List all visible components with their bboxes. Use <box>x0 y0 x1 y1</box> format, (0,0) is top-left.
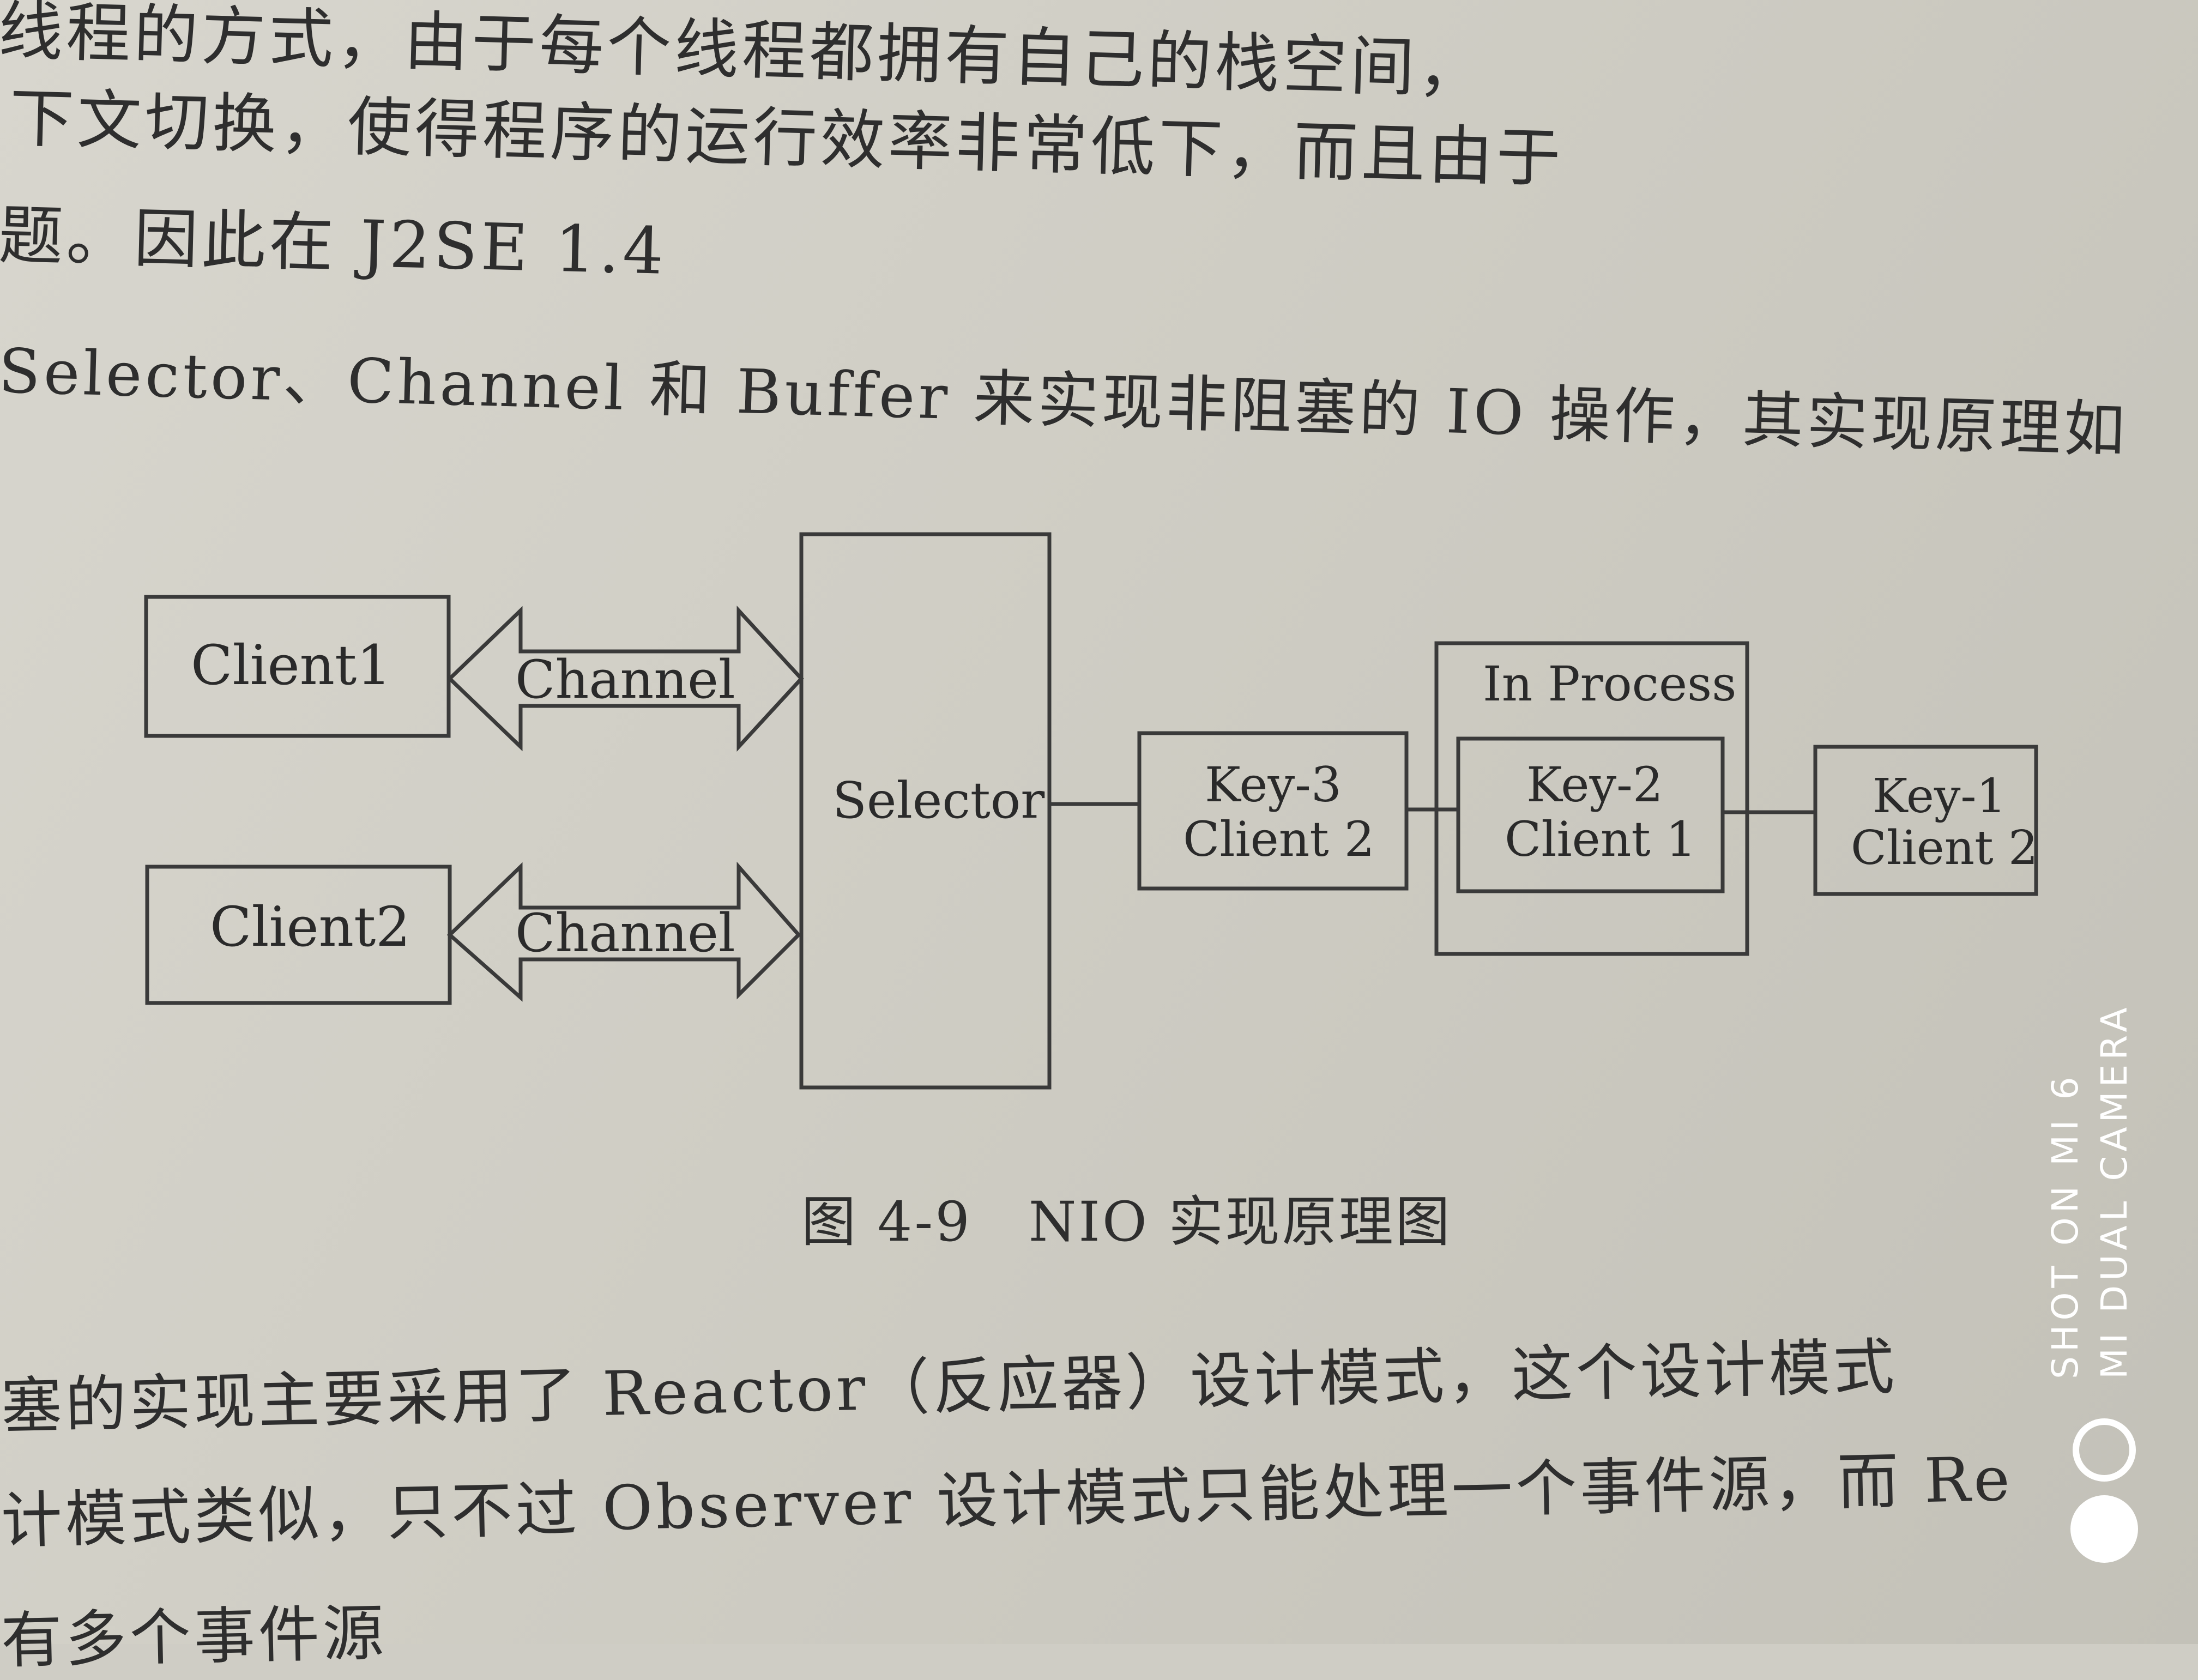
watermark-line-1: SHOT ON MI 6 <box>2044 1072 2086 1379</box>
key1-label-key: Key-1 <box>1873 769 2006 824</box>
in-process-label: In Process <box>1483 656 1736 712</box>
camera-watermark: SHOT ON MI 6 MI DUAL CAMERA <box>1984 1003 2198 1434</box>
channel1-label: Channel <box>515 649 735 710</box>
nio-diagram: Client1 Client2 Channel Channel Selector… <box>144 532 2038 1090</box>
client1-box <box>144 595 451 738</box>
client1-label: Client1 <box>191 633 391 697</box>
selector-label: Selector <box>832 771 1044 830</box>
in-process-box <box>1434 641 1749 956</box>
key2-label-key: Key-2 <box>1526 757 1663 813</box>
key3-label-client: Client 2 <box>1183 811 1375 867</box>
watermark-line-2: MI DUAL CAMERA <box>2093 1003 2135 1379</box>
channel2-arrow <box>446 861 801 1002</box>
key1-label-client: Client 2 <box>1851 821 2038 875</box>
key1-box <box>1813 745 2038 896</box>
client2-label: Client2 <box>210 895 410 959</box>
body-text-line-7: 有多个事件源 <box>0 1598 388 1677</box>
key2-box <box>1456 736 1725 893</box>
key3-box <box>1137 731 1409 891</box>
selector-box <box>799 532 1052 1090</box>
figure-caption: 图 4-9 NIO 实现原理图 <box>801 1190 1452 1254</box>
channel2-label: Channel <box>515 903 735 964</box>
key2-label-client: Client 1 <box>1505 811 1696 867</box>
camera-logo-icon <box>2070 1418 2138 1563</box>
key3-label-key: Key-3 <box>1205 757 1342 813</box>
